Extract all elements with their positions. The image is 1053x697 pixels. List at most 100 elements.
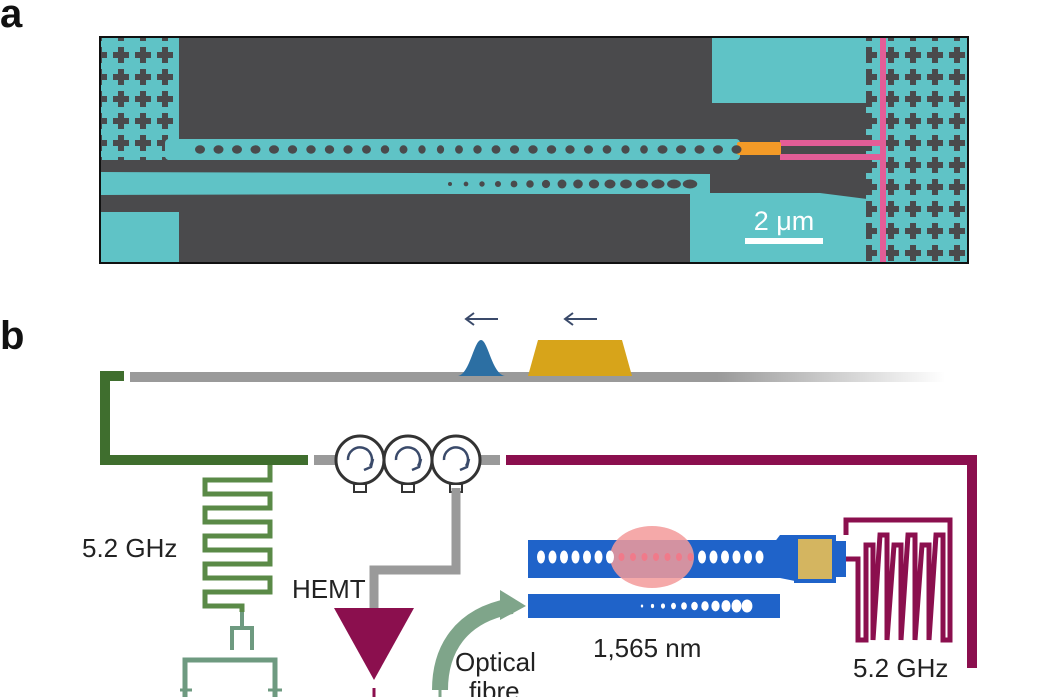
sem-hole <box>380 145 390 154</box>
pink-line-upper <box>780 140 883 146</box>
pad-upper-right <box>712 38 882 103</box>
optical-label: Optical <box>455 647 536 677</box>
sem-hole <box>565 145 575 154</box>
wg-hole <box>701 601 709 611</box>
freq-left-label: 5.2 GHz <box>82 533 177 563</box>
sem-hole <box>306 145 316 154</box>
sem-hole <box>834 146 842 153</box>
sem-hole <box>713 145 723 154</box>
piezo-connector <box>834 541 846 577</box>
sem-hole <box>448 182 452 186</box>
wavelength-label: 1,565 nm <box>593 633 701 663</box>
optical-pulse <box>528 340 632 376</box>
sem-hole <box>250 145 261 154</box>
sem-hole <box>651 179 665 189</box>
lower-beam <box>101 172 710 195</box>
holes-lower <box>448 179 698 189</box>
sem-hole <box>455 145 463 154</box>
wg-hole <box>691 601 698 611</box>
sem-hole <box>786 146 794 153</box>
oc-hole <box>755 550 764 564</box>
circulator-arrowhead <box>459 458 471 472</box>
sem-hole <box>546 145 557 154</box>
sem-hole <box>557 179 567 189</box>
schematic: 5.2 GHz HEMT 1,565 nm Optical fibre 5.2 … <box>82 312 977 697</box>
sem-hole <box>463 181 469 187</box>
sem-hole <box>818 146 826 153</box>
wg-hole <box>711 600 720 612</box>
sem-hole <box>509 145 520 154</box>
oc-hole <box>618 553 625 561</box>
microwave-pulse <box>458 340 505 376</box>
hemt-label: HEMT <box>292 574 366 604</box>
wg-hole <box>660 603 666 609</box>
sem-hole <box>418 145 426 154</box>
sem-hole <box>635 179 649 189</box>
oc-hole <box>641 553 648 561</box>
wg-hole <box>681 602 687 610</box>
transmission-line <box>130 372 945 382</box>
sem-hole <box>676 145 686 154</box>
sem-hole <box>269 145 279 154</box>
circulator-icon <box>382 434 434 486</box>
fibre-label: fibre <box>469 676 520 697</box>
sem-hole <box>640 145 648 154</box>
circulators <box>334 434 482 493</box>
oc-holes <box>537 550 764 564</box>
sem-hole <box>731 145 742 154</box>
wg-holes <box>640 599 753 613</box>
arrow-left-icon <box>464 312 498 326</box>
oc-hole <box>548 550 557 564</box>
ground-lines <box>182 657 278 697</box>
sem-hole <box>604 179 616 189</box>
wg-hole <box>650 603 655 609</box>
sem-hole <box>802 146 810 153</box>
sem-hole <box>324 145 335 154</box>
pink-line-lower <box>780 154 883 160</box>
pad-lower-left <box>101 212 179 262</box>
sem-hole <box>620 179 632 189</box>
wg-hole <box>731 599 742 613</box>
pink-line-vertical <box>880 38 886 262</box>
sem-hole <box>362 145 371 154</box>
fibre-arrow-icon <box>500 590 526 620</box>
oc-hole <box>664 553 671 561</box>
sem-hole <box>232 145 242 154</box>
sem-hole <box>850 146 858 153</box>
circulator-arrowhead <box>363 458 375 472</box>
maroon-line <box>506 455 977 668</box>
oc-hole <box>732 550 741 564</box>
oc-hole <box>698 550 706 564</box>
oc-hole <box>721 550 729 564</box>
circulator-port <box>353 483 367 493</box>
optical-mode <box>610 526 694 588</box>
sem-hole <box>473 145 482 154</box>
oc-hole <box>594 550 603 564</box>
sem-hole <box>479 181 485 187</box>
meander-resonator <box>202 465 273 612</box>
sem-hole <box>621 145 630 154</box>
upper-beam <box>165 139 740 160</box>
sem-hole <box>195 145 205 154</box>
phononic-shield-left-crosses <box>101 38 179 160</box>
circulator-icon <box>430 434 482 486</box>
oc-hole <box>687 553 694 561</box>
scale-bar-label: 2 μm <box>754 206 815 236</box>
wg-hole <box>741 599 753 613</box>
pad-lower-right <box>690 193 875 262</box>
sem-hole <box>213 145 224 154</box>
sem-hole <box>510 180 518 188</box>
sem-hole <box>573 179 583 189</box>
oc-hole <box>560 550 568 564</box>
piezo-pad <box>737 142 781 155</box>
sem-hole <box>343 145 353 154</box>
sem-hole <box>588 179 600 189</box>
wg-hole <box>671 602 676 610</box>
oc-hole <box>676 553 682 561</box>
sem-hole <box>657 145 668 154</box>
sem-hole <box>528 145 538 154</box>
oc-hole <box>653 553 659 561</box>
sem-hole <box>667 179 681 189</box>
piezo-block <box>794 535 836 583</box>
oc-hole <box>583 550 591 564</box>
